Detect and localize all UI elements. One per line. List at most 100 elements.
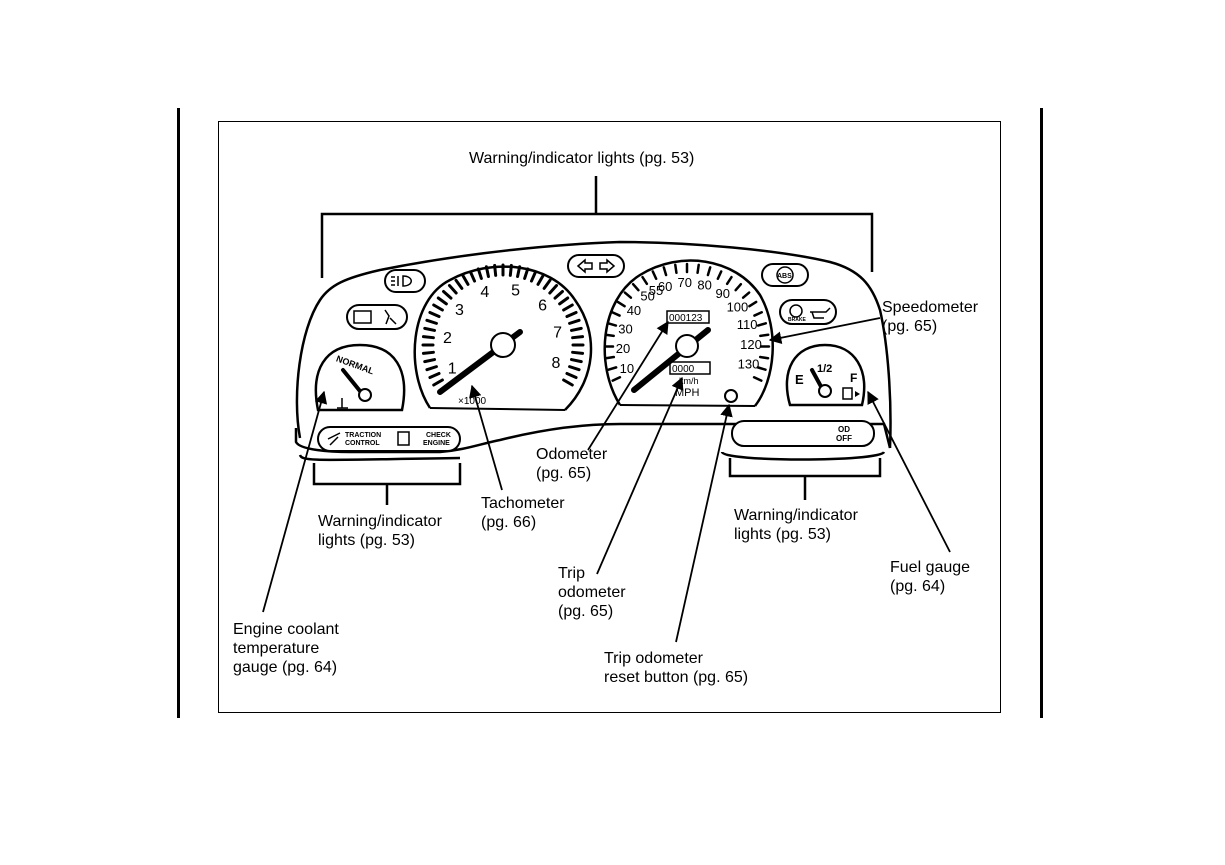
fuel-pump-icon <box>842 387 853 400</box>
traction-label-2: CONTROL <box>345 440 380 447</box>
dial-tick <box>562 303 574 312</box>
trip-odometer-leader <box>596 376 684 575</box>
dial-tick <box>706 266 712 277</box>
odometer-value: 000123 <box>669 313 703 324</box>
brake-oil-indicator: BRAKE <box>779 299 837 325</box>
dial-tick <box>756 322 768 327</box>
fuel-gauge-leader <box>867 390 951 553</box>
traction-label-1: TRACTION <box>345 432 381 439</box>
page-margin-right-line <box>1040 108 1043 718</box>
dial-number: 1 <box>448 361 457 378</box>
dial-tick <box>604 333 615 338</box>
dial-tick <box>562 378 574 387</box>
dial-tick <box>651 270 658 280</box>
dial-tick <box>571 335 585 340</box>
dial-tick <box>674 263 678 275</box>
dial-number: 55 <box>649 283 663 298</box>
brake-label: BRAKE <box>788 317 806 323</box>
dial-tick <box>565 371 578 380</box>
dial-tick <box>425 365 438 372</box>
dial-tick <box>548 284 559 295</box>
right-arrow-icon <box>599 258 616 274</box>
off-label: OFF <box>836 434 852 443</box>
traction-control-icon <box>327 432 341 446</box>
dial-tick <box>436 296 448 306</box>
dial-tick <box>631 282 640 292</box>
dial-tick <box>553 289 564 300</box>
dial-tick <box>696 263 700 275</box>
dial-tick <box>716 270 723 280</box>
dial-number: 30 <box>618 321 632 336</box>
dial-tick <box>425 318 438 325</box>
coolant-gauge-leader <box>262 390 328 613</box>
dial-tick <box>536 274 545 286</box>
dial-tick <box>432 378 444 387</box>
fuel-gauge: E 1/2 F <box>785 343 866 407</box>
dial-tick <box>565 310 578 319</box>
fuel-half-label: 1/2 <box>817 363 832 375</box>
trip-reset-button[interactable] <box>724 389 738 403</box>
seatbelt-icon <box>384 309 397 325</box>
tachometer-leader <box>469 384 503 491</box>
top-warning-bracket <box>320 176 874 278</box>
dial-tick <box>725 275 733 286</box>
dial-tick <box>607 366 618 371</box>
dial-tick <box>432 303 444 312</box>
speedometer-leader <box>768 317 881 344</box>
dial-tick <box>476 267 483 280</box>
tachometer-label: Tachometer(pg. 66) <box>481 495 565 531</box>
speed-units-kmh: km/h <box>679 376 699 386</box>
dial-tick <box>623 291 633 299</box>
dial-tick <box>568 318 581 325</box>
oil-can-icon <box>810 307 831 319</box>
headlamp-indicator <box>384 269 426 293</box>
abs-indicator: ABS <box>761 263 809 287</box>
dial-tick <box>748 300 758 308</box>
figure-frame <box>218 121 1001 713</box>
speedometer-ticks <box>603 262 771 382</box>
dial-tick <box>423 326 437 332</box>
dial-number: 80 <box>697 277 711 292</box>
dial-number: 110 <box>737 317 758 332</box>
dial-tick <box>421 350 435 355</box>
speed-units-mph: MPH <box>675 387 700 399</box>
dial-tick <box>428 310 441 319</box>
dial-tick <box>568 365 581 372</box>
trip-reset-leader <box>675 403 733 643</box>
dial-tick <box>662 266 668 277</box>
dial-tick <box>428 371 441 380</box>
warning-top-label: Warning/indicator lights (pg. 53) <box>469 150 695 167</box>
dial-tick <box>508 263 513 277</box>
odometer-display <box>666 310 710 324</box>
dial-tick <box>604 355 616 360</box>
speedometer-hub <box>675 334 699 358</box>
dial-tick <box>569 358 583 364</box>
dial-tick <box>461 274 470 286</box>
dial-tick <box>611 376 622 382</box>
dial-tick <box>758 355 770 360</box>
lower-brackets <box>312 458 882 505</box>
dial-number: 50 <box>640 289 654 304</box>
odometer-leader <box>587 320 669 451</box>
dial-number: 8 <box>551 355 560 372</box>
dial-number: 60 <box>658 279 672 294</box>
check-engine-label-1: CHECK <box>426 432 451 439</box>
turn-signal-indicator <box>567 254 625 278</box>
trip-odometer-value: 0000 <box>672 364 695 375</box>
dial-number: 130 <box>738 357 760 372</box>
dial-tick <box>558 296 570 306</box>
dial-tick <box>468 270 477 283</box>
odometer-label: Odometer(pg. 65) <box>536 446 608 482</box>
battery-icon <box>353 310 372 324</box>
fuel-full-label: F <box>850 371 857 385</box>
dial-tick <box>523 267 530 280</box>
page-margin-left-line <box>177 108 180 718</box>
dial-tick <box>542 278 552 290</box>
dial-tick <box>752 376 763 382</box>
